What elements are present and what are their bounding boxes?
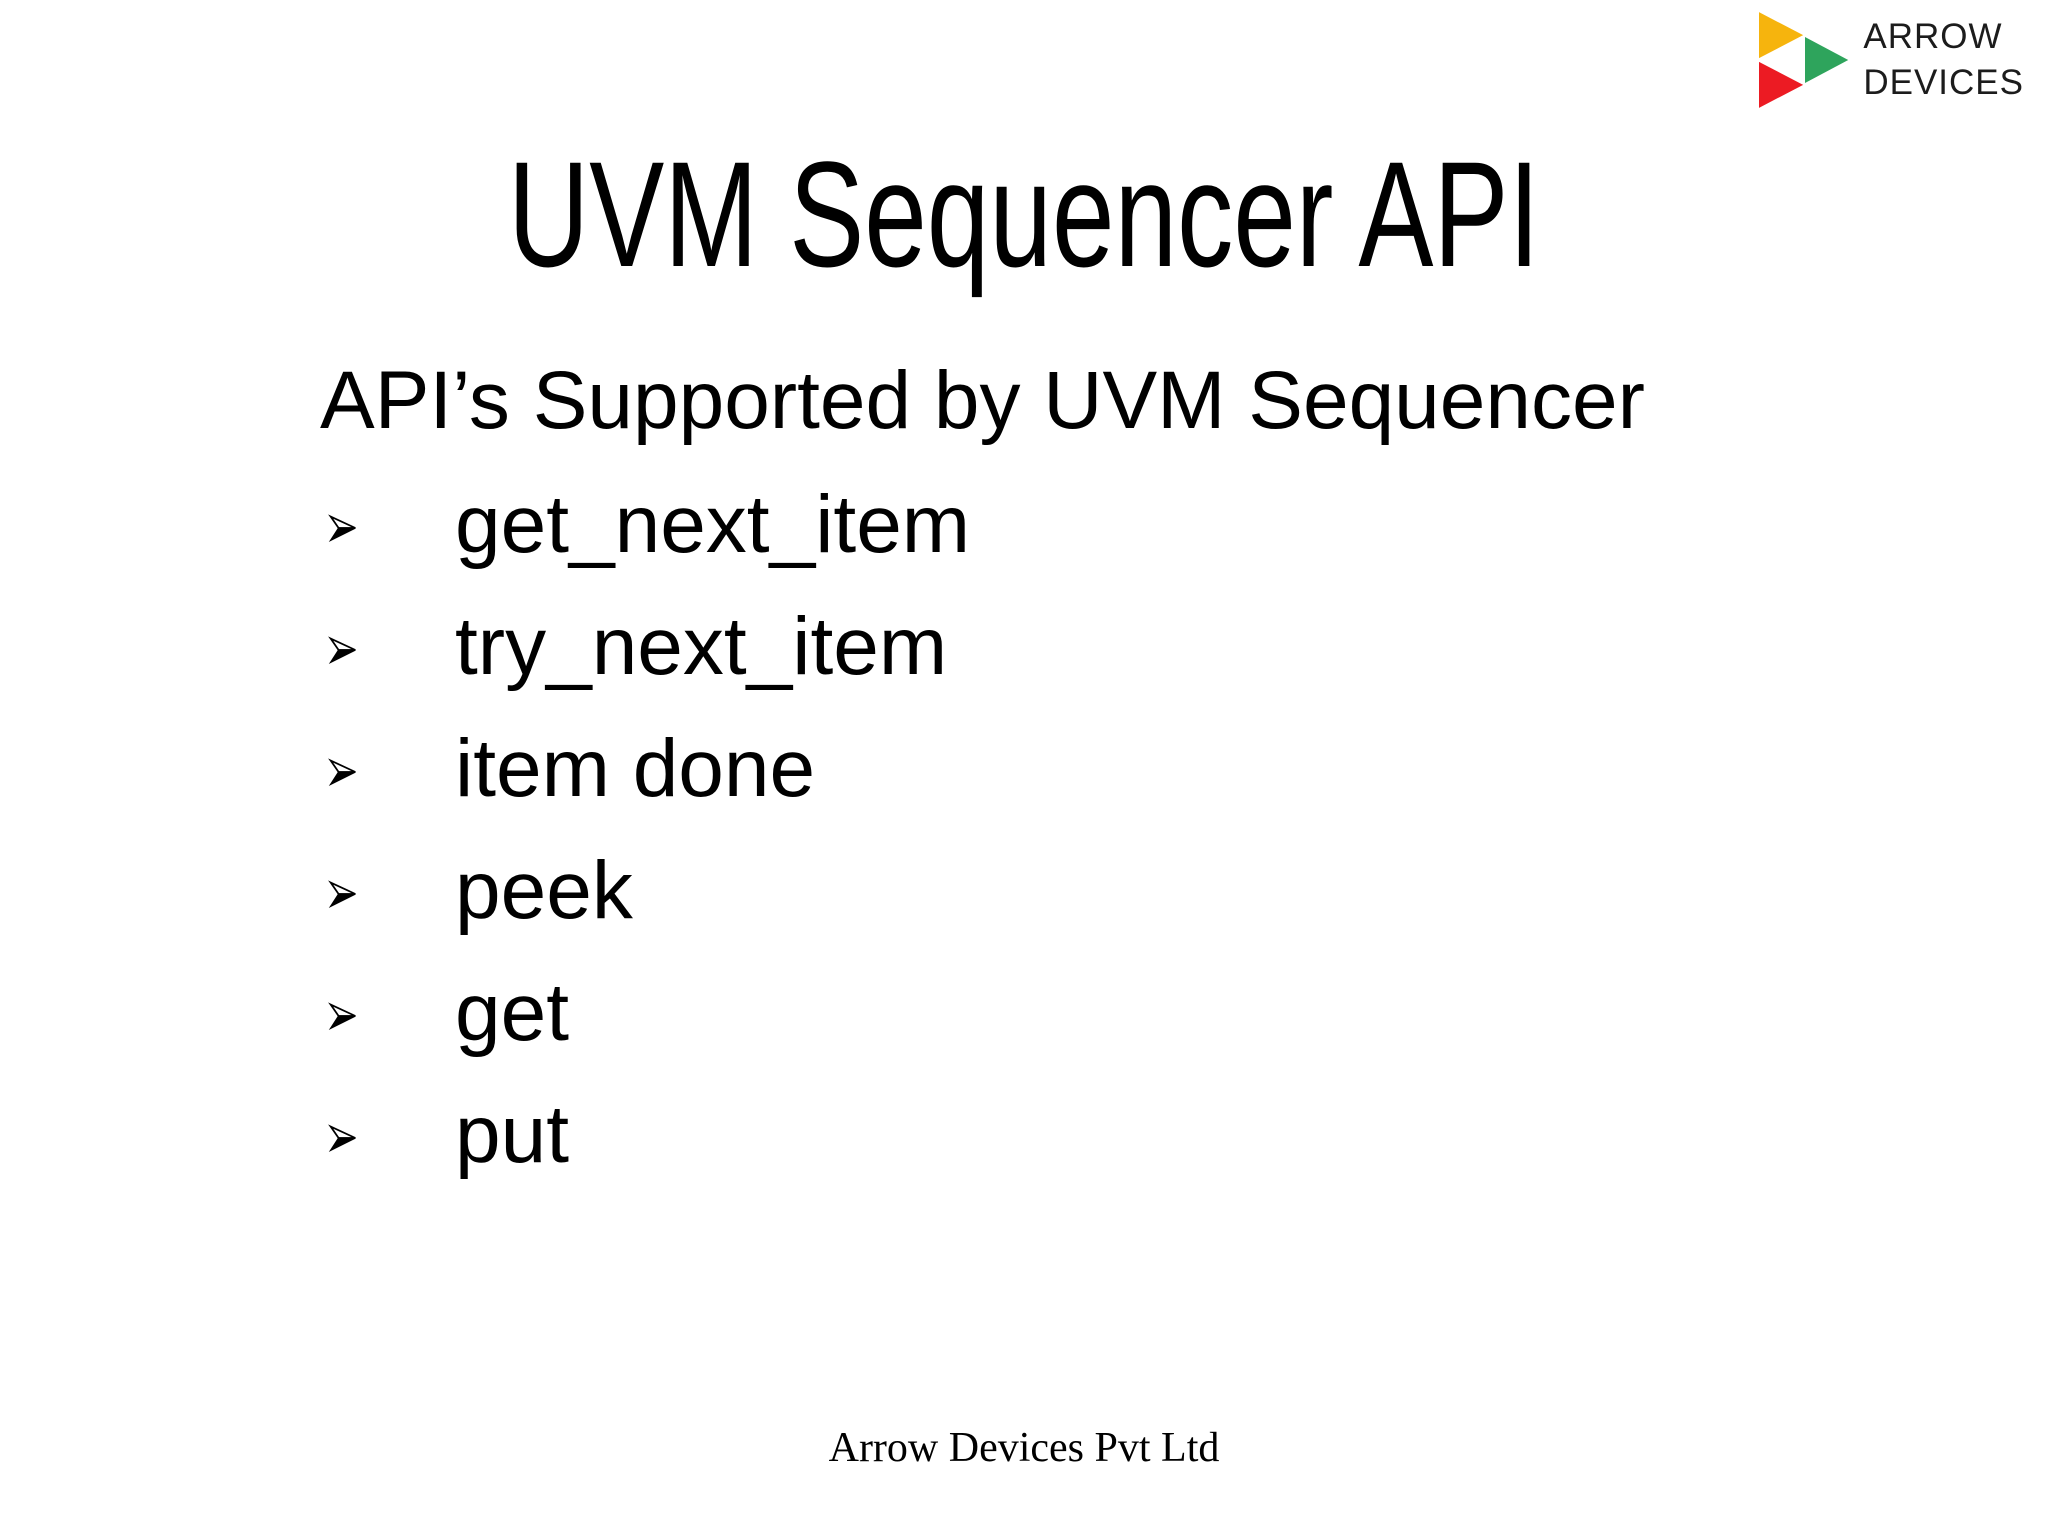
arrowhead-bullet-icon	[328, 880, 356, 909]
list-item-label: get_next_item	[455, 479, 971, 570]
arrowhead-bullet-icon	[328, 1124, 356, 1153]
arrowhead-bullet-icon	[328, 514, 356, 543]
list-item: item done	[328, 708, 970, 830]
list-item: try_next_item	[328, 586, 970, 708]
arrowhead-bullet-icon	[328, 1002, 356, 1031]
footer-text: Arrow Devices Pvt Ltd	[828, 1425, 1220, 1471]
list-item: get_next_item	[328, 464, 970, 586]
list-item: get	[328, 952, 970, 1074]
list-item-label: get	[455, 967, 569, 1058]
logo-triangle-red	[1759, 61, 1804, 108]
logo-text-line2: DEVICES	[1863, 63, 2024, 102]
list-item-label: item done	[455, 723, 816, 814]
arrow-devices-logo: ARROW DEVICES	[1759, 12, 2024, 108]
logo-triangle-green	[1805, 37, 1849, 83]
logo-triangles-icon	[1759, 12, 1849, 108]
list-item-label: put	[455, 1089, 569, 1180]
list-item-label: try_next_item	[455, 601, 948, 692]
slide-subtitle: API’s Supported by UVM Sequencer	[320, 355, 1645, 446]
page-title-text: UVM Sequencer API	[508, 130, 1540, 298]
list-item: peek	[328, 830, 970, 952]
arrowhead-bullet-icon	[328, 758, 356, 787]
arrowhead-bullet-icon	[328, 636, 356, 665]
list-item: put	[328, 1074, 970, 1196]
page-title: UVM Sequencer API	[0, 130, 2048, 298]
logo-text: ARROW DEVICES	[1863, 12, 2024, 106]
api-list: get_next_item try_next_item item done pe…	[328, 464, 970, 1196]
logo-text-line1: ARROW	[1863, 17, 2003, 56]
list-item-label: peek	[455, 845, 633, 936]
logo-triangle-yellow	[1759, 12, 1804, 59]
